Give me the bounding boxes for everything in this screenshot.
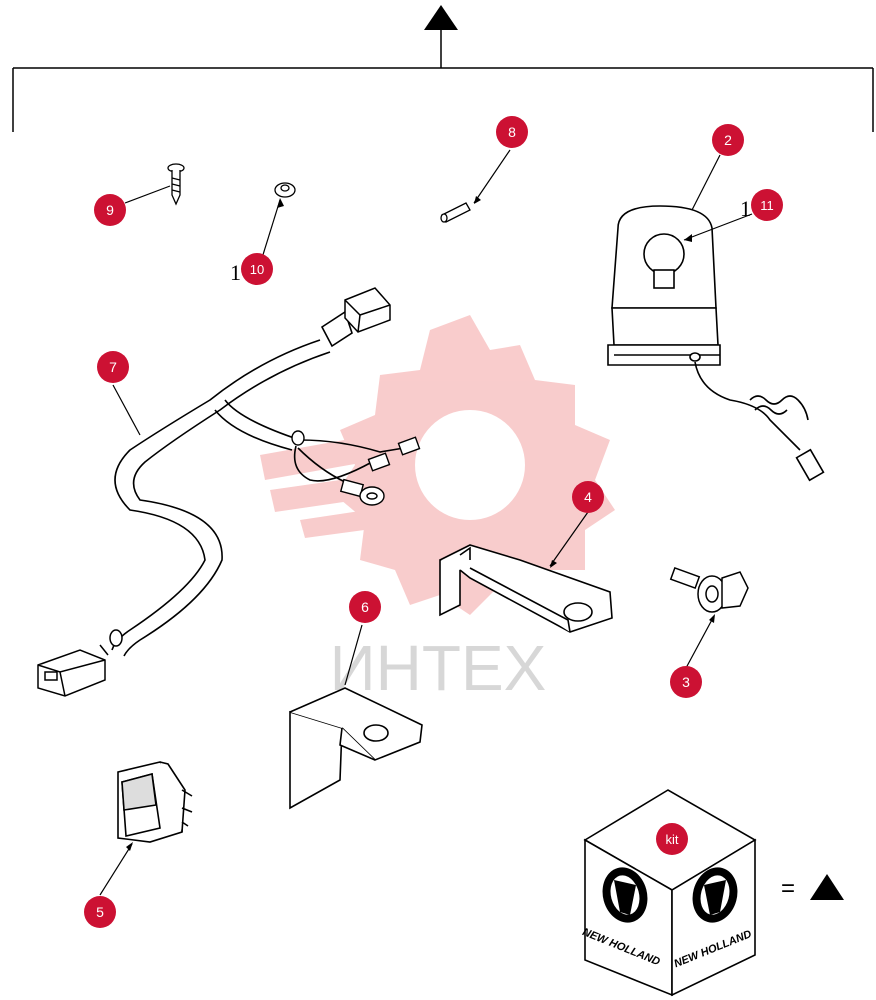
beacon-lamp-part	[607, 205, 825, 482]
watermark: ИНТЕХ	[260, 315, 615, 704]
svg-text:5: 5	[96, 904, 104, 920]
svg-text:9: 9	[106, 202, 114, 218]
long-bracket-part	[439, 544, 613, 633]
nut-part	[274, 182, 296, 198]
svg-text:7: 7	[109, 359, 117, 375]
socket-part	[669, 566, 749, 613]
callout-4[interactable]: 4	[572, 481, 604, 513]
svg-text:kit: kit	[666, 832, 679, 847]
rocker-switch-part	[117, 761, 193, 843]
svg-text:1: 1	[230, 260, 241, 285]
callout-11[interactable]: 11	[751, 189, 783, 221]
callout-6[interactable]: 6	[349, 591, 381, 623]
svg-text:4: 4	[584, 489, 592, 505]
harness-terminals	[291, 430, 421, 506]
kit-bracket	[12, 30, 874, 132]
kit-triangle-icon	[810, 874, 844, 900]
wiring-harness-part	[111, 310, 405, 657]
callout-5[interactable]: 5	[84, 896, 116, 928]
svg-text:8: 8	[508, 124, 516, 140]
harness-connector-top	[344, 287, 391, 333]
screw-part	[167, 163, 185, 206]
callout-10[interactable]: 10	[241, 253, 273, 285]
callout-2[interactable]: 2	[712, 124, 744, 156]
svg-text:10: 10	[250, 262, 264, 277]
l-bracket-part	[289, 687, 423, 810]
svg-text:1: 1	[740, 196, 751, 221]
harness-connector-bottom	[37, 629, 123, 697]
callout-7[interactable]: 7	[97, 351, 129, 383]
callout-kit[interactable]: kit	[656, 823, 688, 855]
watermark-text: ИНТЕХ	[330, 632, 547, 704]
svg-text:3: 3	[682, 674, 690, 690]
svg-text:2: 2	[724, 132, 732, 148]
callout-3[interactable]: 3	[670, 666, 702, 698]
new-holland-leaf-icon	[692, 867, 738, 923]
gear-icon	[260, 315, 615, 615]
pin-part	[440, 202, 471, 223]
kit-triangle-icon	[424, 5, 458, 30]
kit-equals: =	[781, 875, 795, 902]
callout-8[interactable]: 8	[496, 116, 528, 148]
svg-text:11: 11	[760, 198, 774, 213]
svg-text:6: 6	[361, 599, 369, 615]
new-holland-leaf-icon	[602, 867, 648, 923]
callout-9[interactable]: 9	[94, 194, 126, 226]
